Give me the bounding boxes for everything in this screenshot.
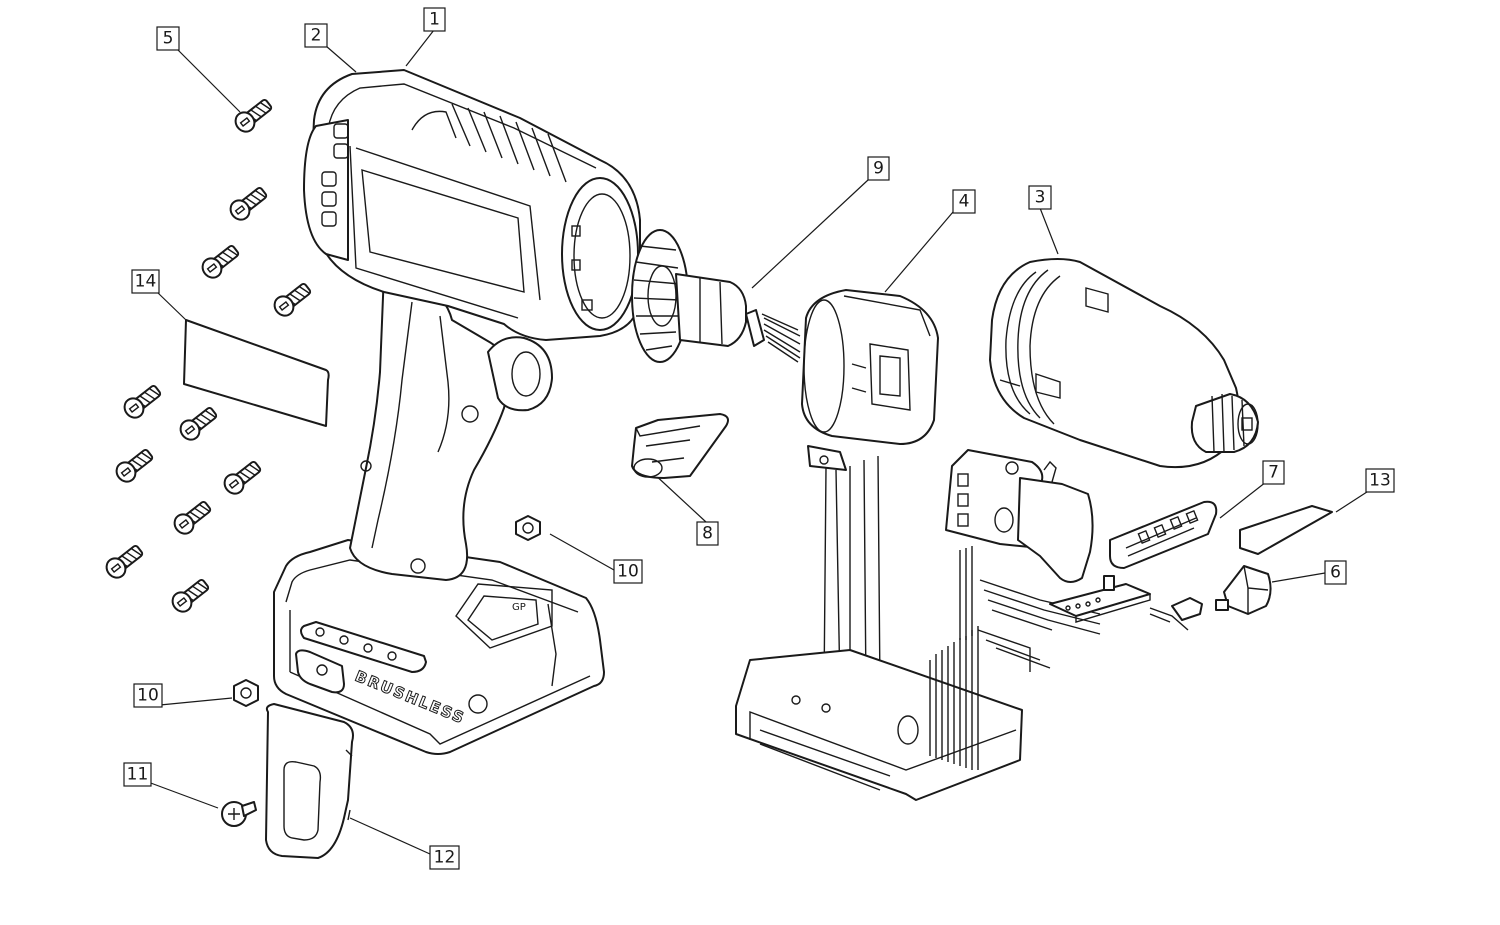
- svg-text:12: 12: [434, 848, 456, 868]
- housing-mark: GP: [512, 602, 526, 613]
- rear-cap: [303, 119, 349, 261]
- electronics-module: [735, 449, 1203, 801]
- screw-icon: [234, 99, 273, 133]
- callouts: 1 2 3 4 5 6 7 8: [123, 7, 1395, 870]
- led-lens-icon: [1223, 565, 1272, 615]
- connector-icon: [1171, 597, 1203, 621]
- callout-14: 14: [131, 269, 160, 294]
- stator-assembly: [801, 289, 939, 691]
- clip-part: [631, 413, 729, 479]
- callout-10b: 10: [133, 683, 163, 708]
- callout-4: 4: [952, 189, 976, 214]
- hex-nut-icon: [233, 679, 259, 707]
- leader-14: [156, 291, 187, 321]
- svg-text:6: 6: [1330, 563, 1341, 583]
- svg-text:3: 3: [1035, 188, 1046, 208]
- callout-6: 6: [1324, 560, 1347, 585]
- leader-10b: [159, 697, 233, 706]
- drill-housing: BRUSHLESS GP: [273, 69, 641, 755]
- callout-8: 8: [696, 521, 719, 546]
- svg-text:11: 11: [127, 765, 149, 785]
- base-button: [295, 649, 345, 694]
- callout-2: 2: [304, 23, 328, 48]
- leader-10a: [549, 533, 615, 571]
- leader-5: [177, 49, 241, 113]
- svg-text:8: 8: [702, 524, 713, 544]
- housing-base: [273, 539, 605, 755]
- callout-5: 5: [156, 26, 180, 51]
- gearbox-housing: [989, 258, 1259, 469]
- trigger-icon: [1017, 477, 1094, 583]
- svg-text:10: 10: [617, 562, 639, 582]
- rotor-shaft: [745, 309, 765, 347]
- leader-9: [751, 179, 869, 289]
- screw-icon: [105, 545, 144, 579]
- leader-8: [651, 471, 707, 523]
- circuit-tray: [735, 649, 1023, 801]
- callout-10a: 10: [613, 559, 643, 584]
- screw-icon: [171, 579, 210, 613]
- callout-13: 13: [1365, 468, 1395, 493]
- rotor-body: [675, 273, 747, 347]
- screw-icon: [201, 245, 240, 279]
- leader-13: [1335, 489, 1371, 513]
- leader-4: [884, 211, 954, 293]
- screw-icon: [179, 407, 218, 441]
- screw-icon: [223, 461, 262, 495]
- svg-text:5: 5: [163, 29, 174, 49]
- callout-9: 9: [867, 156, 890, 181]
- callout-7: 7: [1262, 460, 1285, 485]
- leader-12: [349, 817, 431, 855]
- callout-12: 12: [429, 845, 460, 870]
- clip-screw-icon: [221, 801, 257, 827]
- screw-icon: [273, 283, 312, 317]
- screw-icon: [229, 187, 268, 221]
- leader-lines: [147, 29, 1371, 855]
- svg-text:7: 7: [1268, 463, 1279, 483]
- trigger-guard: [487, 336, 553, 412]
- svg-text:14: 14: [135, 272, 157, 292]
- svg-text:10: 10: [137, 686, 159, 706]
- label-sticker-icon: [1239, 505, 1333, 555]
- svg-text:13: 13: [1369, 471, 1391, 491]
- leader-1: [405, 29, 435, 67]
- callout-3: 3: [1028, 185, 1052, 210]
- leader-11: [147, 781, 219, 809]
- leader-3: [1039, 207, 1059, 255]
- motor-rotor-fan: [631, 229, 801, 363]
- svg-text:4: 4: [959, 192, 970, 212]
- callout-1: 1: [423, 7, 446, 32]
- screw-icon: [173, 501, 212, 535]
- screw-icon: [115, 449, 154, 483]
- leader-6: [1271, 572, 1326, 583]
- svg-text:9: 9: [873, 159, 884, 179]
- label-plate-icon: [183, 319, 330, 427]
- svg-text:2: 2: [311, 26, 322, 46]
- screws: [105, 99, 312, 613]
- screw-icon: [123, 385, 162, 419]
- leader-2: [325, 45, 357, 73]
- belt-clip-icon: [265, 703, 354, 859]
- hex-nut-icon: [515, 515, 541, 541]
- stator-ring-icon: [801, 289, 939, 445]
- svg-text:1: 1: [429, 10, 440, 30]
- leader-7: [1219, 481, 1267, 519]
- callout-11: 11: [123, 762, 152, 787]
